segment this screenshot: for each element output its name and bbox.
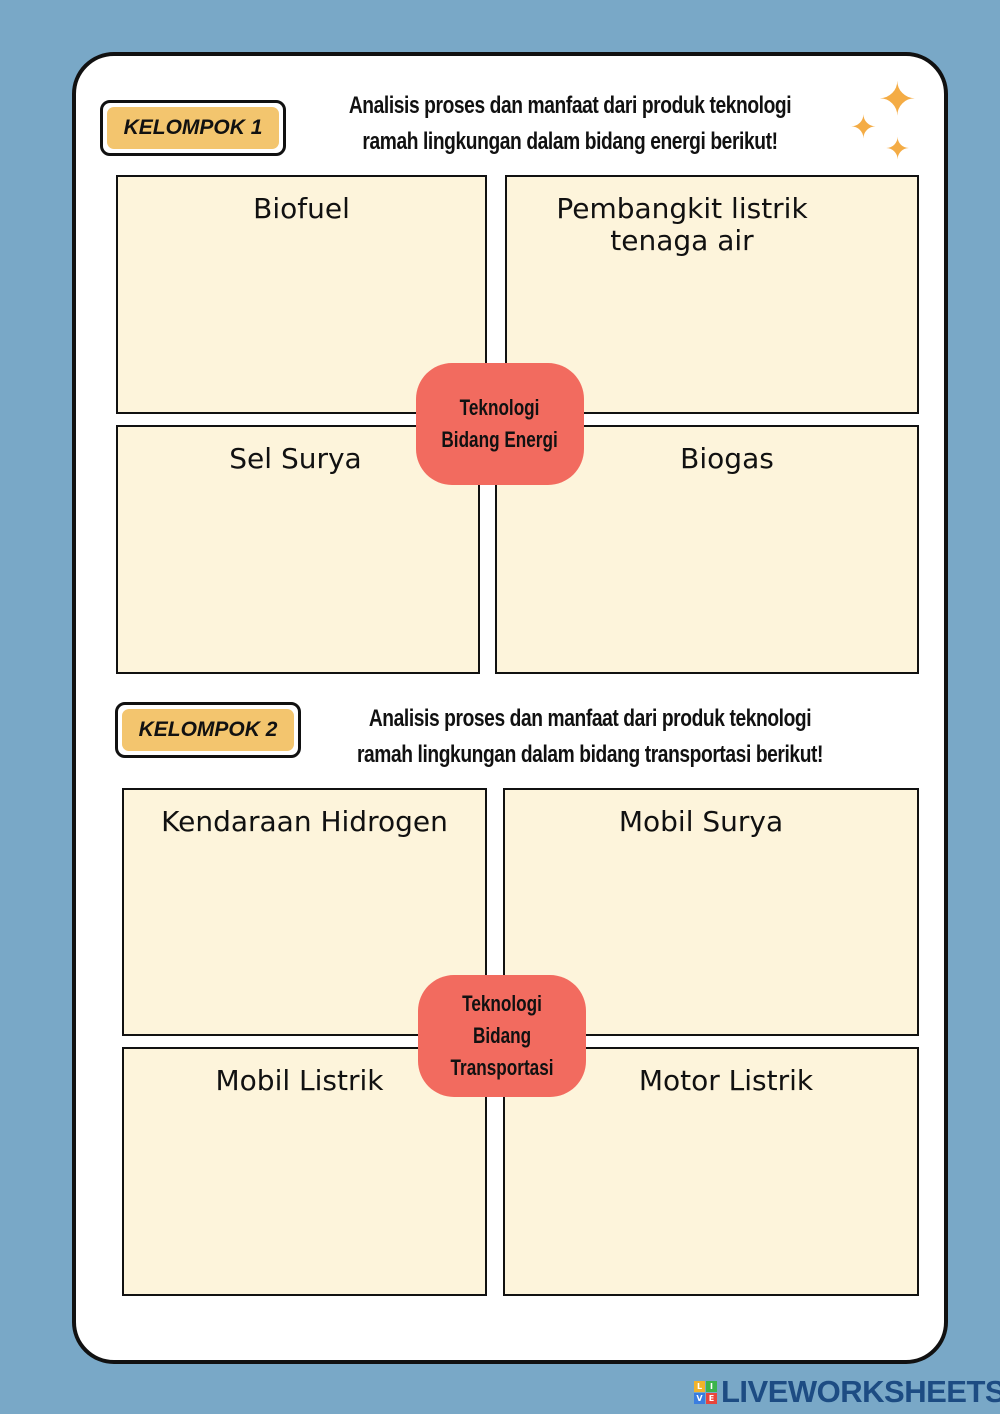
- logo-letter: L: [694, 1380, 705, 1392]
- logo-letter: I: [706, 1380, 717, 1392]
- badge-label: KELOMPOK 2: [122, 709, 294, 751]
- group2-instruction: Analisis proses dan manfaat dari produk …: [294, 701, 886, 773]
- center-line: Transportasi: [450, 1055, 554, 1080]
- answer-box-solar-cell[interactable]: Sel Surya: [116, 425, 480, 674]
- sparkle-icon: ✦: [885, 132, 911, 167]
- instruction-line: ramah lingkungan dalam bidang transporta…: [356, 741, 824, 768]
- center-line: Teknologi: [462, 991, 542, 1016]
- instruction-line: Analisis proses dan manfaat dari produk …: [348, 92, 792, 119]
- instruction-line: ramah lingkungan dalam bidang energi ber…: [362, 128, 778, 155]
- logo-letter: V: [694, 1392, 705, 1404]
- sparkle-icon: ✦: [850, 108, 877, 146]
- center-line: Teknologi: [460, 395, 540, 420]
- badge-label: KELOMPOK 1: [107, 107, 279, 149]
- sparkle-icon: ✦: [878, 72, 917, 126]
- center-line: Bidang: [472, 1023, 532, 1048]
- answer-box-biofuel[interactable]: Biofuel: [116, 175, 487, 414]
- answer-box-electric-car[interactable]: Mobil Listrik: [122, 1047, 487, 1296]
- group1-instruction: Analisis proses dan manfaat dari produk …: [290, 88, 850, 160]
- group1-badge: KELOMPOK 1: [100, 100, 286, 156]
- group2-badge: KELOMPOK 2: [115, 702, 301, 758]
- logo-text: LIVEWORKSHEETS: [721, 1374, 1000, 1409]
- logo-letter: E: [706, 1392, 717, 1404]
- instruction-line: Analisis proses dan manfaat dari produk …: [368, 705, 812, 732]
- center-line: Bidang Energi: [441, 427, 559, 452]
